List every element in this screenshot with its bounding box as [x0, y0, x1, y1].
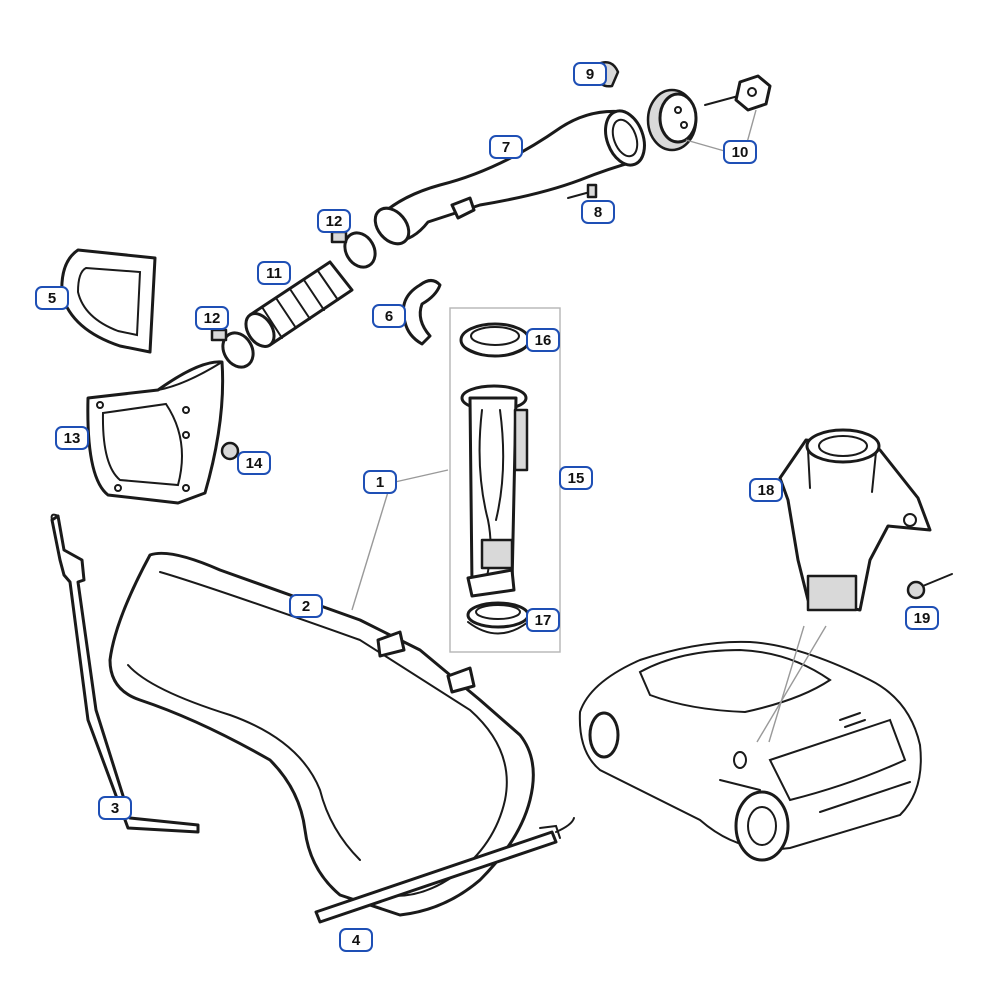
callout-1[interactable]: 1 [363, 470, 397, 494]
part-7-filler-neck [373, 109, 646, 246]
car-illustration [578, 640, 922, 862]
part-12a-hose-clamp [210, 328, 255, 369]
callout-4[interactable]: 4 [339, 928, 373, 952]
callout-14[interactable]: 14 [237, 451, 271, 475]
callout-6[interactable]: 6 [372, 304, 406, 328]
callout-7[interactable]: 7 [489, 135, 523, 159]
part-16-lock-ring [459, 322, 531, 358]
callout-13[interactable]: 13 [55, 426, 89, 450]
callout-15[interactable]: 15 [559, 466, 593, 490]
part-13-filler-housing [86, 360, 225, 505]
part-8-bolt [567, 183, 598, 199]
callout-11[interactable]: 11 [257, 261, 291, 285]
part-2-fuel-tank [108, 551, 535, 917]
part-10-fuel-cap-and-key [646, 74, 772, 152]
callout-17[interactable]: 17 [526, 608, 560, 632]
callout-16[interactable]: 16 [526, 328, 560, 352]
callout-5[interactable]: 5 [35, 286, 69, 310]
callout-3[interactable]: 3 [98, 796, 132, 820]
callout-10[interactable]: 10 [723, 140, 757, 164]
callout-2[interactable]: 2 [289, 594, 323, 618]
part-12b-hose-clamp [330, 230, 377, 269]
part-6-breather-hose [401, 279, 442, 346]
callout-12b[interactable]: 12 [195, 306, 229, 330]
part-5-gasket [60, 248, 157, 354]
part-15-fuel-pump [460, 384, 529, 598]
part-3-strap [50, 513, 200, 834]
callout-18[interactable]: 18 [749, 478, 783, 502]
part-19-bolt [906, 573, 953, 600]
part-11-bellows-hose [244, 260, 354, 348]
part-17-seal [466, 601, 530, 635]
leader-lines [351, 109, 827, 743]
part-18-canister [778, 428, 932, 612]
part-4-strap [314, 817, 575, 924]
callout-12a[interactable]: 12 [317, 209, 351, 233]
callout-19[interactable]: 19 [905, 606, 939, 630]
part-14-nut [220, 441, 240, 461]
callout-9[interactable]: 9 [573, 62, 607, 86]
callout-8[interactable]: 8 [581, 200, 615, 224]
